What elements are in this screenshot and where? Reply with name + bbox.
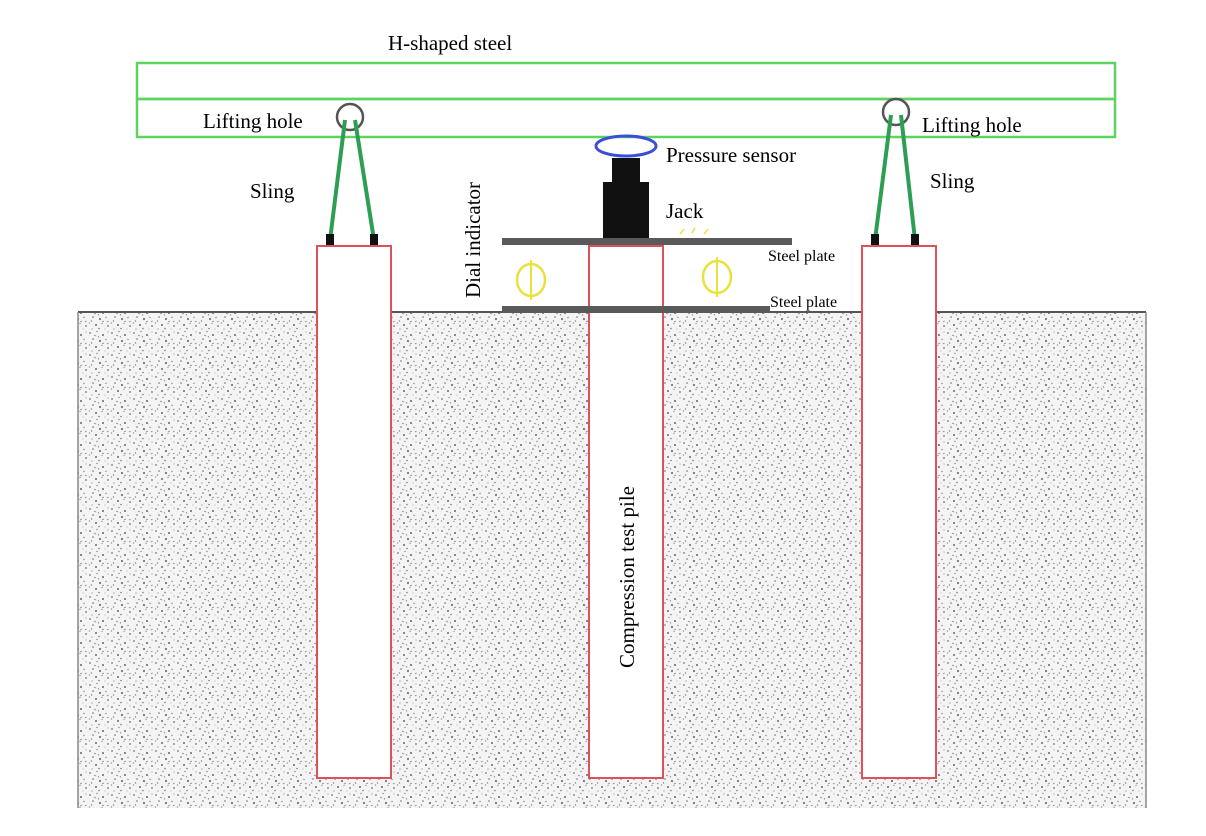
compression-test-pile-label: Compression test pile: [615, 486, 639, 668]
dial-indicator-left: [515, 260, 547, 300]
steel-plate-top: [502, 238, 792, 245]
h-steel-beam-top: [135, 61, 1117, 101]
compression-test-pile: [588, 245, 664, 779]
lifting-hole-right: [881, 97, 911, 127]
sling-right-anchor-a: [871, 234, 879, 246]
steel-plate-bottom-label: Steel plate: [770, 294, 837, 311]
jack-upper: [612, 158, 640, 182]
pressure-sensor: [594, 134, 658, 158]
sling-left-anchor-b: [370, 234, 378, 246]
jack-label: Jack: [666, 199, 704, 223]
sling-left-anchor-a: [326, 234, 334, 246]
sling-right: [873, 114, 917, 241]
steel-plate-top-label: Steel plate: [768, 248, 835, 265]
pressure-sensor-label: Pressure sensor: [666, 143, 796, 167]
h-steel-label: H-shaped steel: [388, 31, 512, 55]
dial-indicator-label: Dial indicator: [461, 182, 485, 298]
lifting-hole-right-label: Lifting hole: [922, 113, 1022, 137]
sling-right-label: Sling: [930, 169, 975, 193]
jack-lower: [603, 182, 649, 238]
dial-indicator-right: [701, 257, 733, 297]
anchor-pile-left: [316, 245, 392, 779]
dial-indicator-mark: [679, 227, 709, 235]
lifting-hole-left-label: Lifting hole: [203, 109, 303, 133]
sling-left-label: Sling: [250, 179, 295, 203]
lifting-hole-left: [335, 102, 365, 132]
anchor-pile-right: [861, 245, 937, 779]
steel-plate-bottom: [502, 306, 770, 313]
sling-right-anchor-b: [911, 234, 919, 246]
sling-left: [328, 119, 376, 241]
